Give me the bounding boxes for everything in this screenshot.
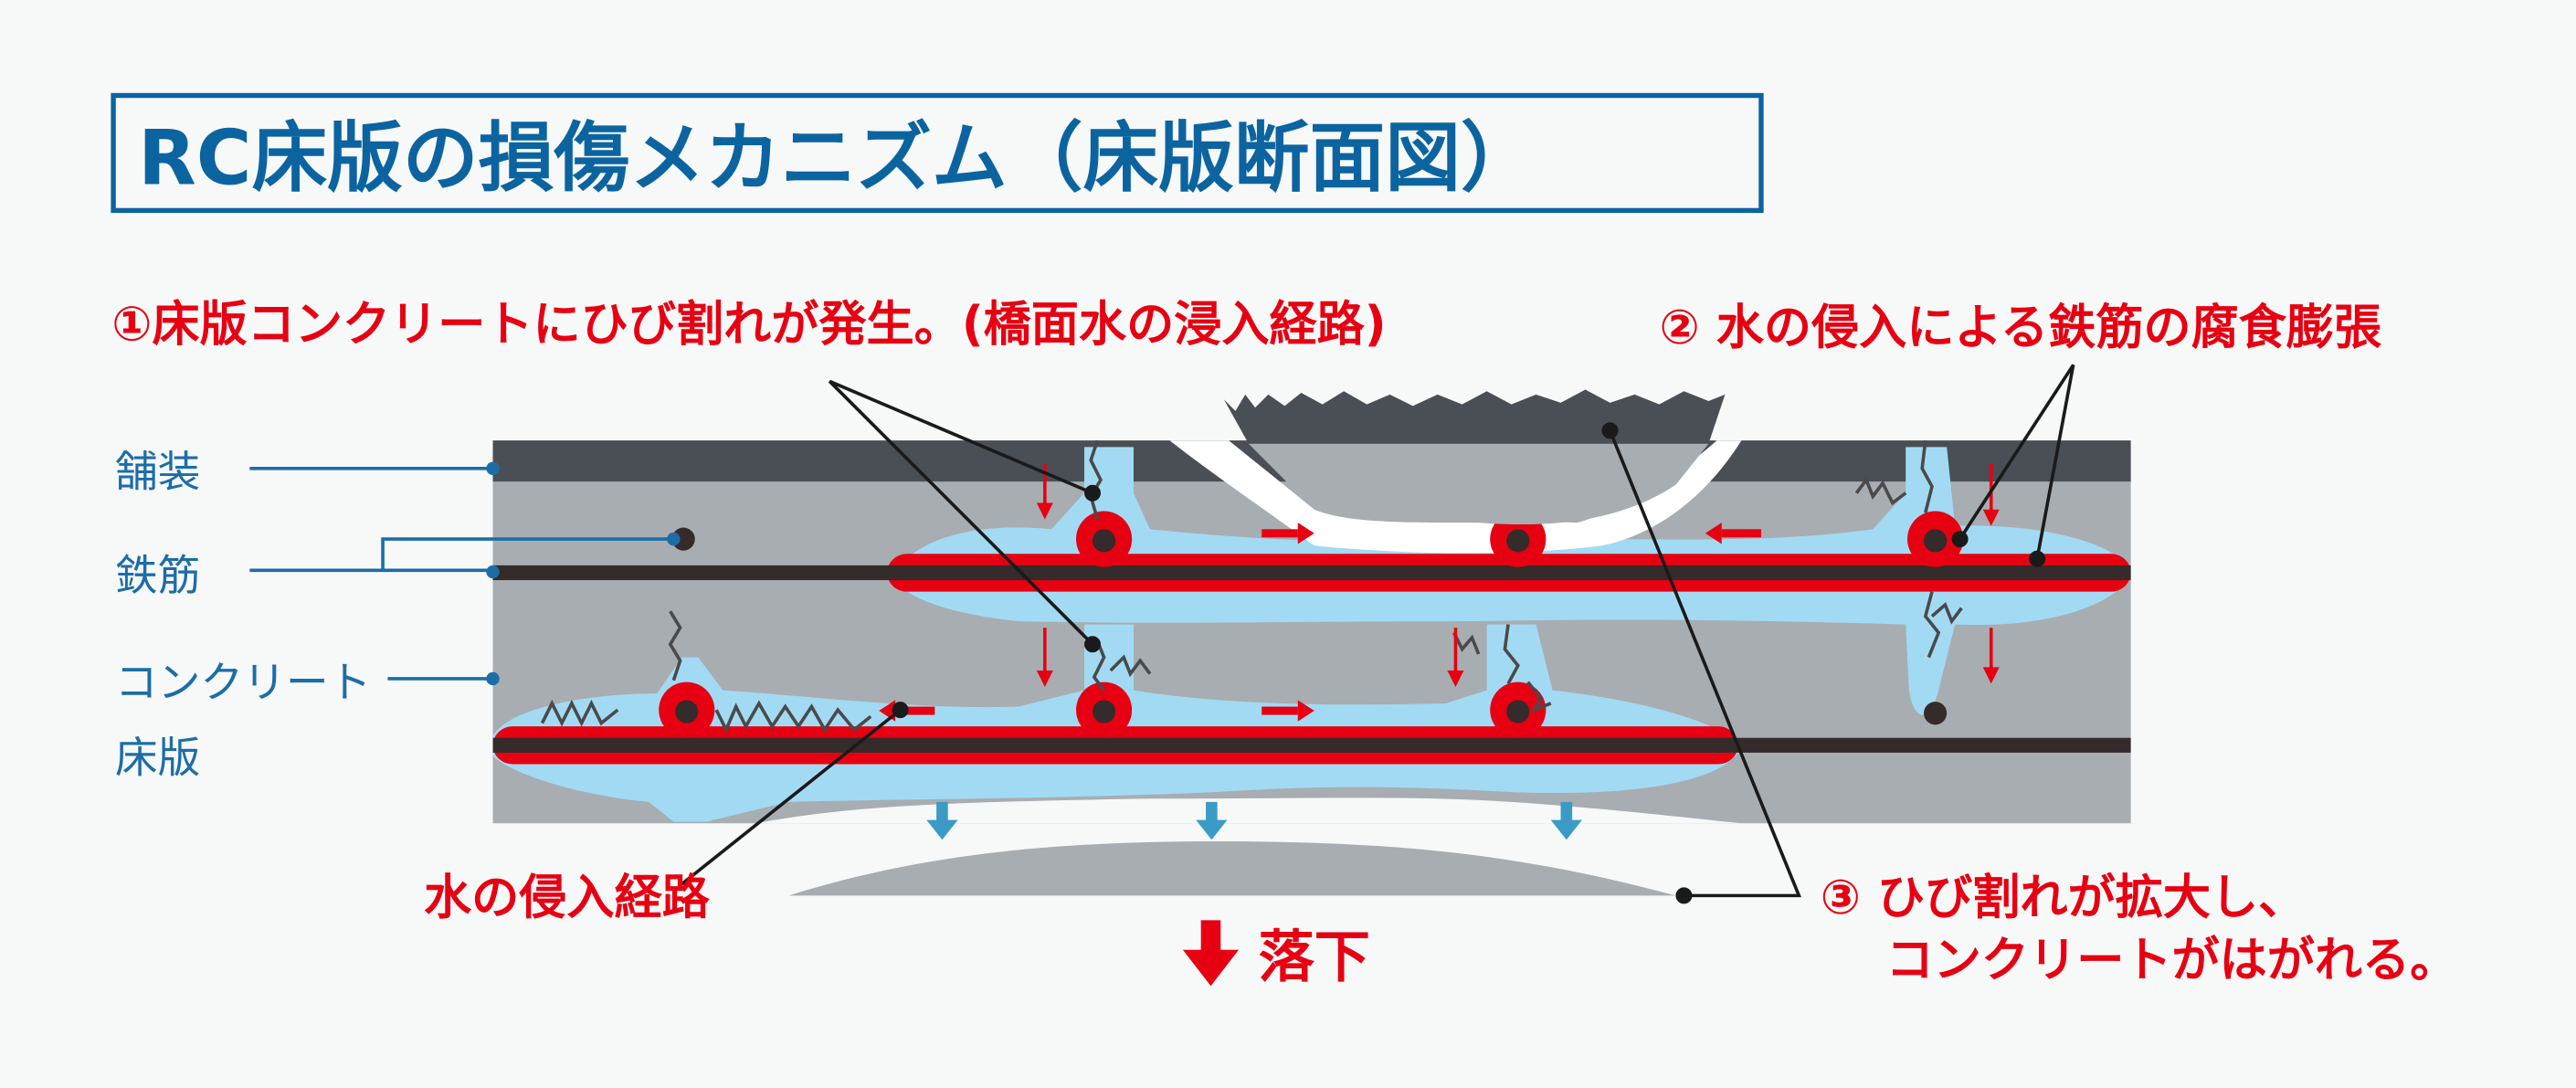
cracks xyxy=(540,439,1963,734)
falling-arrows xyxy=(926,801,1582,840)
step2-label: ② 水の侵入による鉄筋の腐食膨張 xyxy=(1659,301,2382,355)
leader-lines xyxy=(681,364,2075,904)
label-rebar: 鉄筋 xyxy=(115,552,201,601)
rebar-sections xyxy=(659,511,1964,738)
fall-arrow-icon xyxy=(1182,920,1240,987)
step1-label: ①床版コンクリートにひび割れが発生。(橋面水の浸入経路) xyxy=(111,297,1386,352)
corrosion-arrows xyxy=(879,463,2000,722)
fallen-concrete-piece xyxy=(788,841,1676,896)
rebar-top xyxy=(492,565,2131,581)
page-title: RC床版の損傷メカニズム（床版断面図） xyxy=(138,114,1536,203)
water-path-label: 水の侵入経路 xyxy=(424,871,711,925)
title-box xyxy=(111,92,1764,214)
layer-leaders xyxy=(249,461,681,686)
label-concrete: コンクリート xyxy=(115,659,372,708)
rebar-bottom xyxy=(492,737,2131,753)
label-slab: 床版 xyxy=(115,734,201,783)
spall-gap-top xyxy=(1169,440,1742,554)
step3-label-line1: ③ ひび割れが拡大し、 xyxy=(1821,871,2307,925)
spalled-concrete xyxy=(1248,443,1709,525)
label-pavement: 舗装 xyxy=(115,449,201,498)
slab-cross-section xyxy=(492,389,2131,896)
step3-label-line2: コンクリートがはがれる。 xyxy=(1886,933,2458,988)
fall-label: 落下 xyxy=(1259,924,1370,989)
spall-gap-bottom xyxy=(755,798,1742,824)
spalled-pavement xyxy=(1223,389,1726,444)
